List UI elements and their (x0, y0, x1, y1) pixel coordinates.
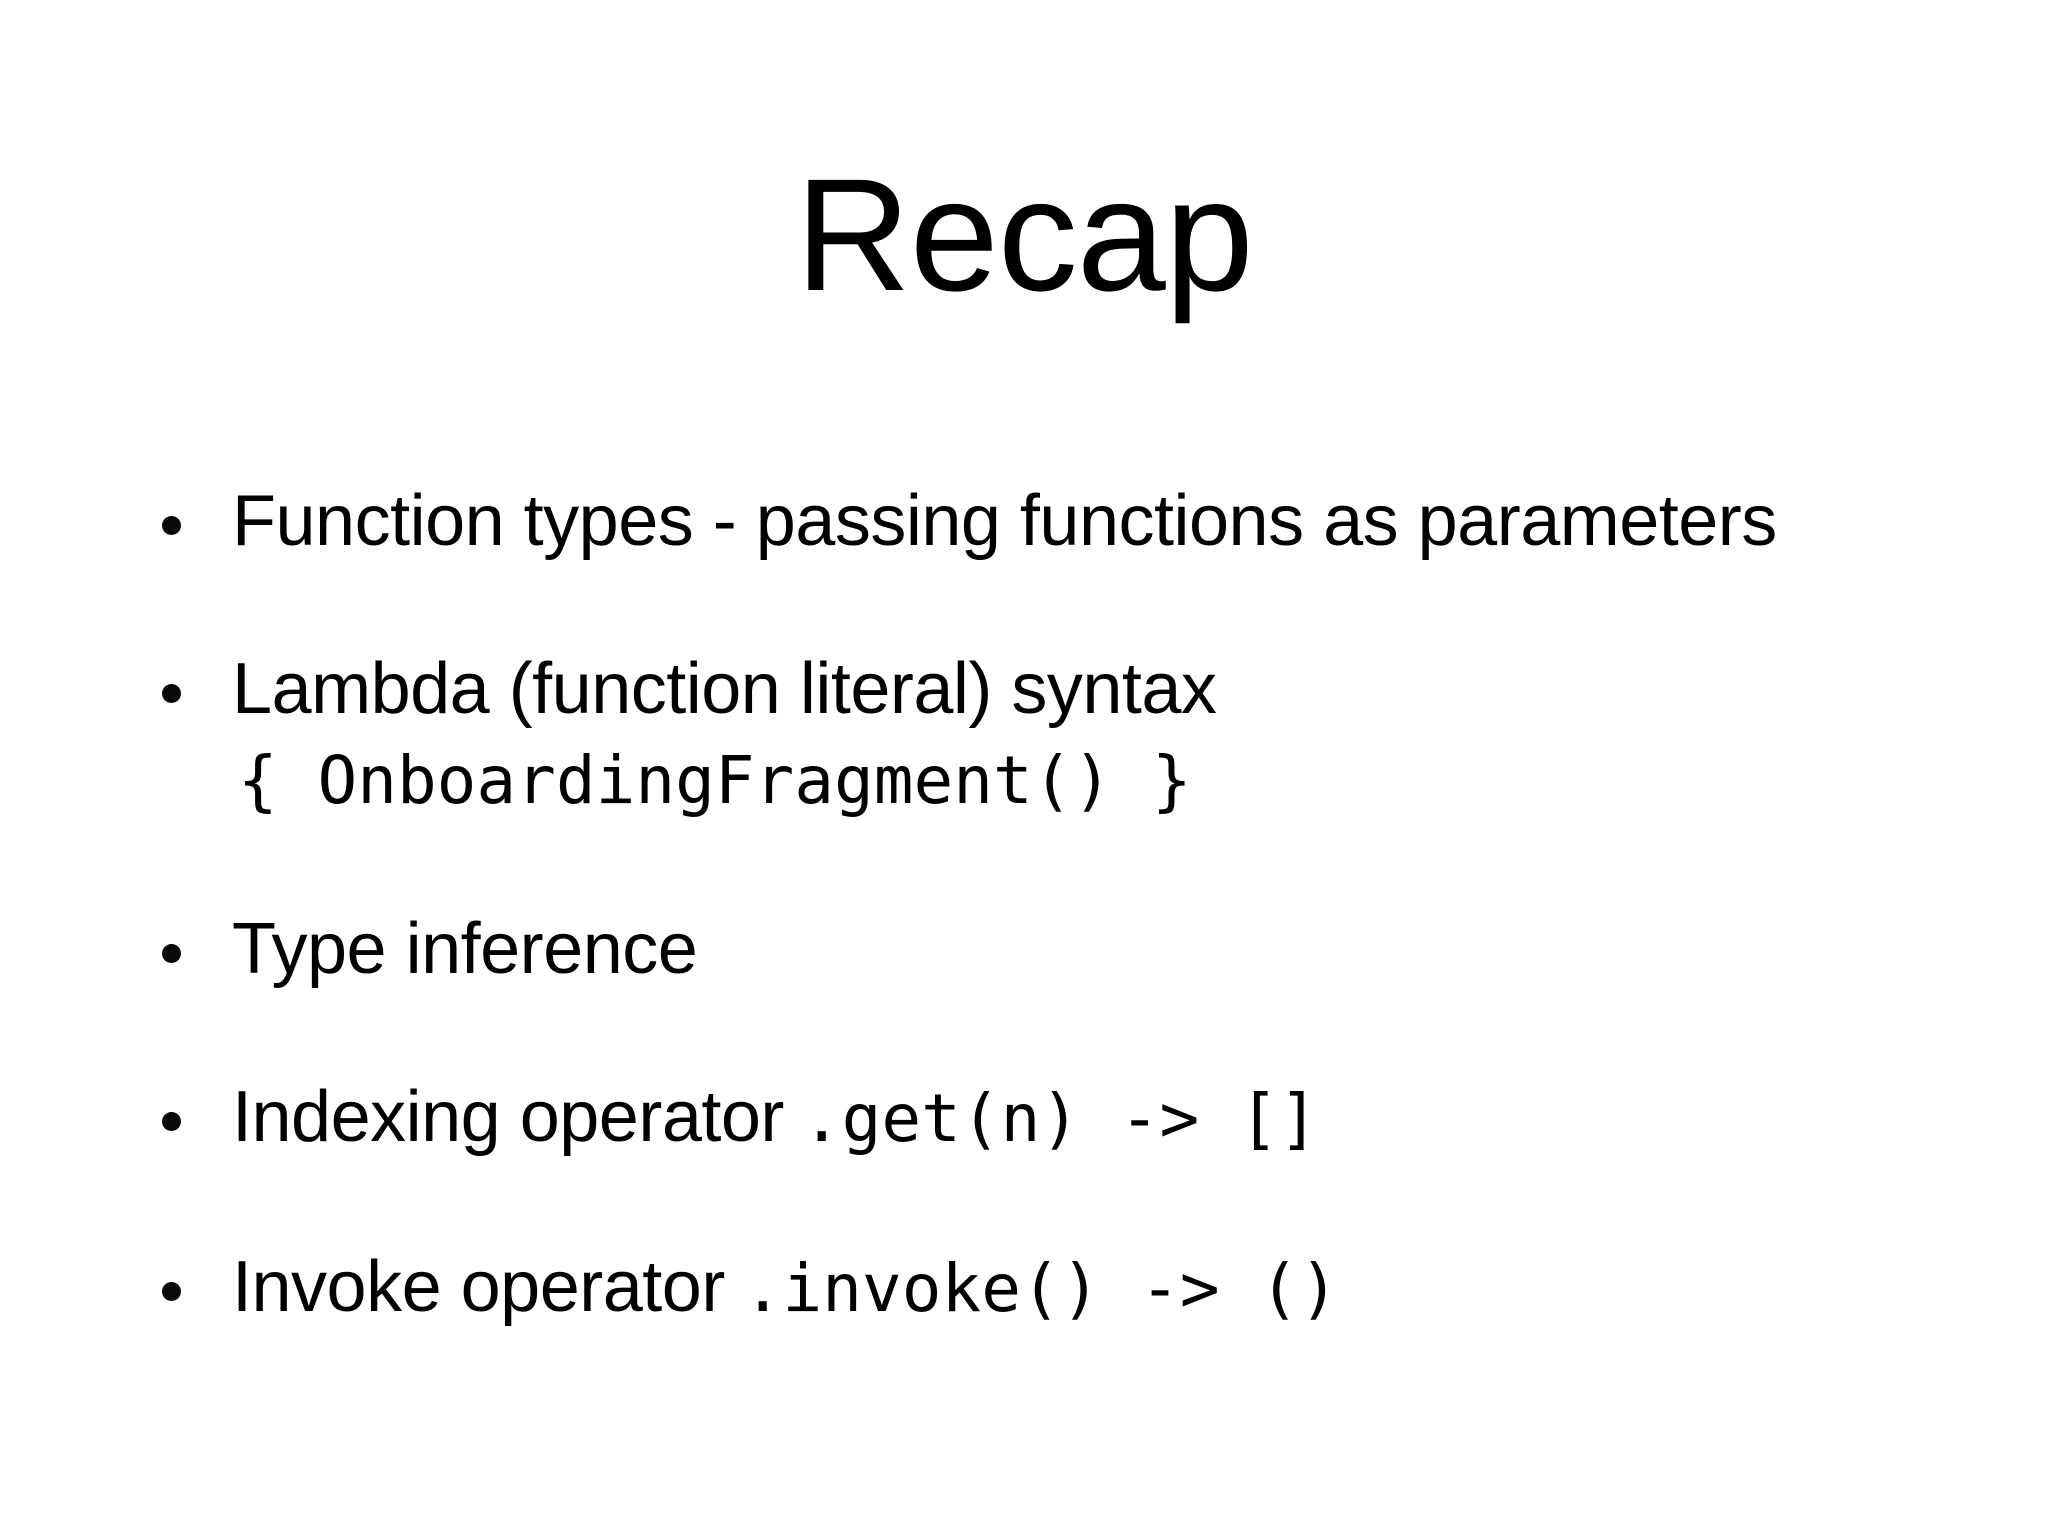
bullet-text: Type inference (232, 909, 698, 989)
code-snippet-invoke: .invoke() -> () (742, 1250, 1339, 1327)
bullet-dot-icon (162, 944, 181, 963)
code-snippet-get: .get(n) -> [] (801, 1080, 1319, 1157)
bullet-dot-icon (162, 1112, 181, 1131)
bullet-dot-icon (162, 516, 181, 535)
bullet-item-lambda-syntax: Lambda (function literal) syntax { Onboa… (150, 644, 1948, 826)
bullet-text: Lambda (function literal) syntax (232, 649, 1217, 729)
bullet-item-indexing-operator: Indexing operator.get(n) -> [] (150, 1072, 1948, 1164)
bullet-text: Function types - passing functions as pa… (232, 481, 1777, 561)
bullet-text: Invoke operator (232, 1247, 725, 1327)
bullet-dot-icon (162, 684, 181, 703)
bullet-dot-icon (162, 1282, 181, 1301)
bullet-item-type-inference: Type inference (150, 904, 1948, 994)
code-snippet-lambda: { OnboardingFragment() } (238, 742, 1192, 819)
slide-title: Recap (795, 145, 1254, 324)
bullet-item-function-types: Function types - passing functions as pa… (150, 476, 1948, 566)
bullet-item-invoke-operator: Invoke operator.invoke() -> () (150, 1242, 1948, 1334)
bullet-list: Function types - passing functions as pa… (150, 476, 1948, 1412)
bullet-text: Indexing operator (232, 1077, 784, 1157)
